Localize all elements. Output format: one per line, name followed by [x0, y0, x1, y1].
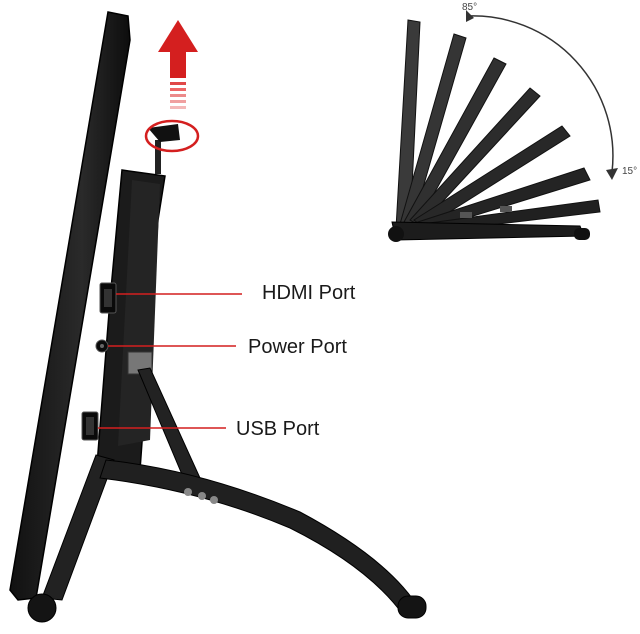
front-foot	[27, 593, 57, 623]
usb-port-label: USB Port	[236, 418, 320, 440]
angle-arc	[467, 15, 614, 173]
rear-foot	[397, 595, 427, 619]
monitor-side-view	[9, 11, 427, 623]
tilt-angle-illustration	[388, 10, 618, 242]
hdmi-port-label: HDMI Port	[262, 282, 356, 304]
stand-base	[99, 459, 421, 617]
angle-max-label: 85°	[462, 2, 478, 13]
pen-holder-tab	[155, 140, 161, 174]
stand-front-leg	[41, 454, 115, 601]
highlight-circle	[144, 119, 200, 153]
angle-min-label: 15°	[622, 166, 638, 177]
pull-up-arrow	[158, 20, 198, 109]
power-port-label: Power Port	[248, 336, 347, 358]
